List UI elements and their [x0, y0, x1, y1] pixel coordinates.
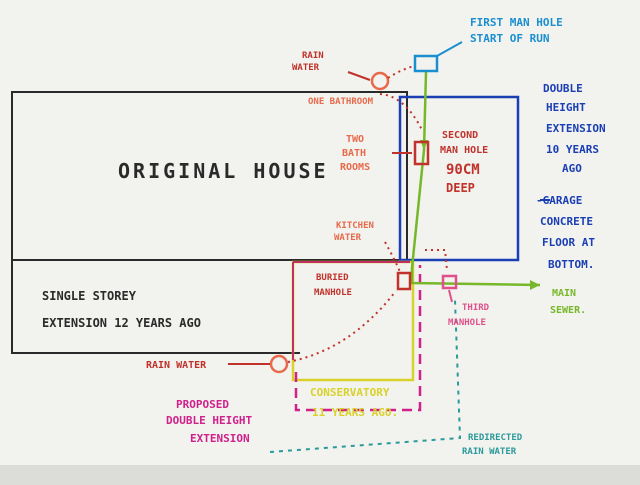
garage-label-3: FLOOR AT: [542, 236, 595, 249]
rain-water-left-pipe: [287, 291, 396, 363]
proposed-label-3: EXTENSION: [190, 432, 250, 445]
garage-label-4: BOTTOM.: [548, 258, 594, 271]
buried-manhole-label-2: MANHOLE: [314, 288, 352, 298]
drain-run-line: [410, 71, 541, 287]
double-height-label-2: HEIGHT: [546, 101, 586, 114]
double-height-extension-outline: [398, 95, 520, 262]
conservatory-label-2: 11 YEARS AGO.: [312, 406, 398, 419]
buried-manhole-box: [396, 271, 412, 291]
second-manhole-label-2: MAN HOLE: [440, 145, 488, 156]
second-manhole-label-4: DEEP: [446, 181, 475, 195]
two-bath-label-1: TWO: [346, 134, 364, 145]
main-sewer-label-1: MAIN: [552, 288, 576, 299]
double-height-label-5: AGO: [562, 162, 582, 175]
garage-label-1: -GARAGE: [536, 194, 582, 207]
buried-manhole-label-1: BURIED: [316, 273, 349, 283]
proposed-label-2: DOUBLE HEIGHT: [166, 414, 252, 427]
first-manhole-pointer: [436, 41, 463, 57]
drain-arrow-2: [530, 280, 540, 290]
rain-water-left-downpipe: [269, 354, 289, 374]
double-height-label-3: EXTENSION: [546, 122, 606, 135]
single-storey-label-2: EXTENSION 12 YEARS AGO: [42, 316, 201, 330]
third-manhole-box: [441, 274, 458, 290]
garage-label-2: CONCRETE: [540, 215, 593, 228]
single-storey-outline: [11, 260, 300, 354]
redirected-label-2: RAIN WATER: [462, 447, 517, 457]
redirected-rain-water-line: [269, 299, 462, 453]
original-house-outline: [11, 91, 408, 261]
rain-water-top-downpipe: [370, 71, 390, 91]
single-storey-label-1: SINGLE STOREY: [42, 289, 137, 303]
rain-water-top-label-2: WATER: [292, 63, 320, 73]
two-bath-label-3: ROOMS: [340, 162, 370, 173]
proposed-label-1: PROPOSED: [176, 398, 229, 411]
second-manhole-label-3: 90CM: [446, 162, 480, 178]
kitchen-water-pipe-2: [425, 249, 448, 271]
third-manhole-pointer: [448, 289, 453, 303]
paper-sheet: [0, 0, 640, 465]
first-manhole-box: [413, 54, 439, 73]
third-manhole-label-1: THIRD: [462, 303, 490, 313]
rain-water-top-arrow: [347, 71, 371, 81]
second-manhole-label-1: SECOND: [442, 130, 478, 141]
first-manhole-label-1: FIRST MAN HOLE: [470, 16, 563, 29]
rain-water-left-label: RAIN WATER: [146, 360, 207, 371]
proposed-extension-outline: [294, 265, 422, 412]
double-height-label-4: 10 YEARS: [546, 143, 599, 156]
one-bathroom-label: ONE BATHROOM: [308, 97, 374, 107]
kitchen-water-pipe: [384, 241, 401, 273]
second-manhole-box: [413, 140, 430, 166]
third-manhole-label-2: MANHOLE: [448, 318, 486, 328]
kitchen-water-label-1: KITCHEN: [336, 221, 374, 231]
redirected-label-1: REDIRECTED: [468, 433, 523, 443]
two-bath-label-2: BATH: [342, 148, 366, 159]
double-height-label-1: DOUBLE: [543, 82, 583, 95]
original-house-label: ORIGINAL HOUSE: [118, 159, 329, 183]
rain-water-top-label-1: RAIN: [302, 51, 324, 61]
main-sewer-label-2: SEWER.: [550, 305, 586, 316]
first-manhole-label-2: START OF RUN: [470, 32, 549, 45]
conservatory-label-1: CONSERVATORY: [310, 386, 390, 399]
kitchen-water-label-2: WATER: [334, 233, 362, 243]
bathroom-pipe: [379, 93, 423, 131]
